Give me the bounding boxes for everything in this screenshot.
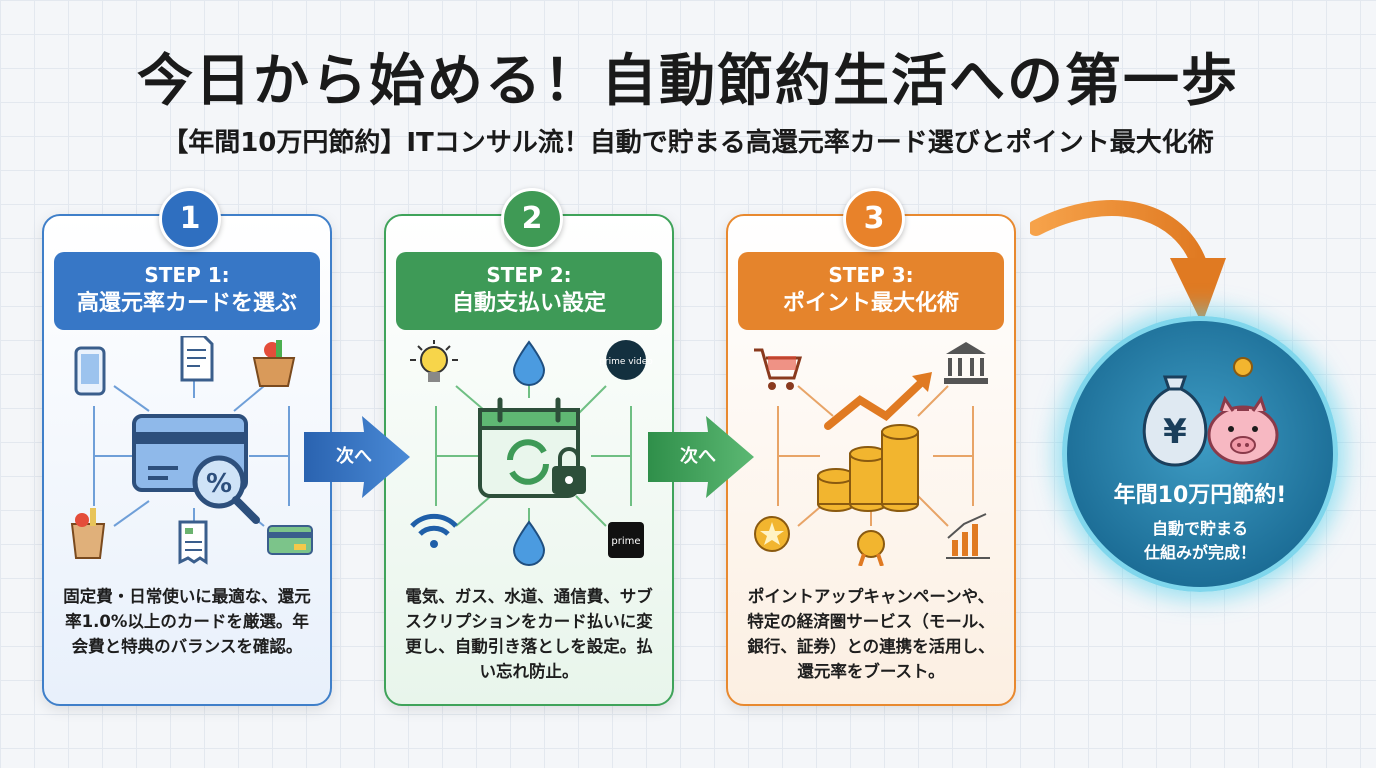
bank-icon [944, 342, 988, 384]
prime-video-icon: prime video [599, 340, 653, 380]
credit-card-magnifier-icon: % [132, 414, 260, 524]
step-1-illustration: % [70, 336, 313, 565]
money-bag-icon: ¥ [1142, 375, 1208, 467]
goal-title: 年間10万円節約! [1113, 483, 1287, 508]
step-3-description: ポイントアップキャンペーンや、特定の経済圏サービス（モール、銀行、証券）との連携… [747, 587, 995, 681]
coin-icon [1233, 357, 1253, 377]
yen-symbol: ¥ [1163, 412, 1187, 452]
step-2-number: 2 [501, 188, 563, 250]
shopping-cart-icon [754, 348, 803, 390]
next-arrow-1-shape [304, 416, 410, 498]
goal-circle: ¥ 年間10万円節約! 自動で貯まる 仕組みが完成！ [1062, 316, 1338, 592]
step-1-label: STEP 1: [144, 263, 230, 287]
page-title: 今日から始める！自動節約生活への第一歩 [137, 49, 1239, 114]
step-2-name: 自動支払い設定 [451, 291, 606, 316]
piggy-bank-icon [1207, 395, 1279, 465]
step-2-banner: STEP 2: 自動支払い設定 [396, 252, 662, 330]
grocery-bag-icon [70, 508, 106, 559]
step-3-illustration [754, 342, 990, 566]
goal-illustration: ¥ [1142, 357, 1279, 467]
next-arrow-2: 次へ [644, 414, 756, 500]
award-medal-icon [857, 530, 885, 566]
step-2-label: STEP 2: [486, 263, 572, 287]
step-1-number: 1 [159, 188, 221, 250]
prime-icon: prime [608, 522, 644, 558]
step-2-card: STEP 2: 自動支払い設定 prime video prime 電気、ガス、… [384, 214, 674, 706]
step-3-card: STEP 3: ポイント最大化術 ポイントアップキャンペーンや、特定の経済圏サー… [726, 214, 1016, 706]
step-1-description: 固定費・日常使いに最適な、還元率1.0%以上のカードを厳選。年会費と特典のバラン… [63, 587, 311, 656]
step-3-number: 3 [843, 188, 905, 250]
bar-chart-up-icon [946, 513, 990, 559]
page-subtitle: 【年間10万円節約】ITコンサル流！自動で貯まる高還元率カード選びとポイント最大… [162, 128, 1214, 158]
next-arrow-1-label: 次へ [336, 446, 372, 467]
step-3-name: ポイント最大化術 [782, 291, 959, 316]
next-arrow-2-shape [648, 416, 754, 498]
step-3-banner: STEP 3: ポイント最大化術 [738, 252, 1004, 330]
goal-line-1: 自動で貯まる [1151, 519, 1248, 538]
step-3-label: STEP 3: [828, 263, 914, 287]
goal-line-2: 仕組みが完成！ [1143, 543, 1256, 562]
receipt-icon [180, 336, 214, 382]
grocery-basket-icon [252, 340, 296, 387]
card-icon [267, 525, 313, 555]
calendar-sync-lock-icon [478, 397, 586, 498]
bill-icon [178, 520, 208, 565]
water-drop-icon [512, 340, 546, 386]
coins-growth-icon [817, 372, 932, 512]
goal-curved-arrow [1030, 200, 1226, 324]
step-2-description: 電気、ガス、水道、通信費、サブスクリプションをカード払いに変更し、自動引き落とし… [405, 587, 653, 681]
step-1-banner: STEP 1: 高還元率カードを選ぶ [54, 252, 320, 330]
next-arrow-2-label: 次へ [680, 446, 716, 467]
prime-text: prime [611, 536, 640, 547]
water-drop-icon [512, 520, 546, 566]
star-coin-icon [754, 516, 790, 552]
next-arrow-1: 次へ [300, 414, 412, 500]
step-2-illustration: prime video prime [410, 340, 653, 566]
svg-text:%: % [206, 469, 232, 499]
step-1-name: 高還元率カードを選ぶ [76, 291, 297, 316]
lightbulb-icon [410, 340, 458, 382]
smartphone-icon [74, 346, 106, 396]
step-1-card: STEP 1: 高還元率カードを選ぶ % 固定費・日常使いに最適な、還元率1.0… [42, 214, 332, 706]
wifi-icon [410, 513, 458, 548]
prime-video-text: prime video [599, 357, 653, 367]
